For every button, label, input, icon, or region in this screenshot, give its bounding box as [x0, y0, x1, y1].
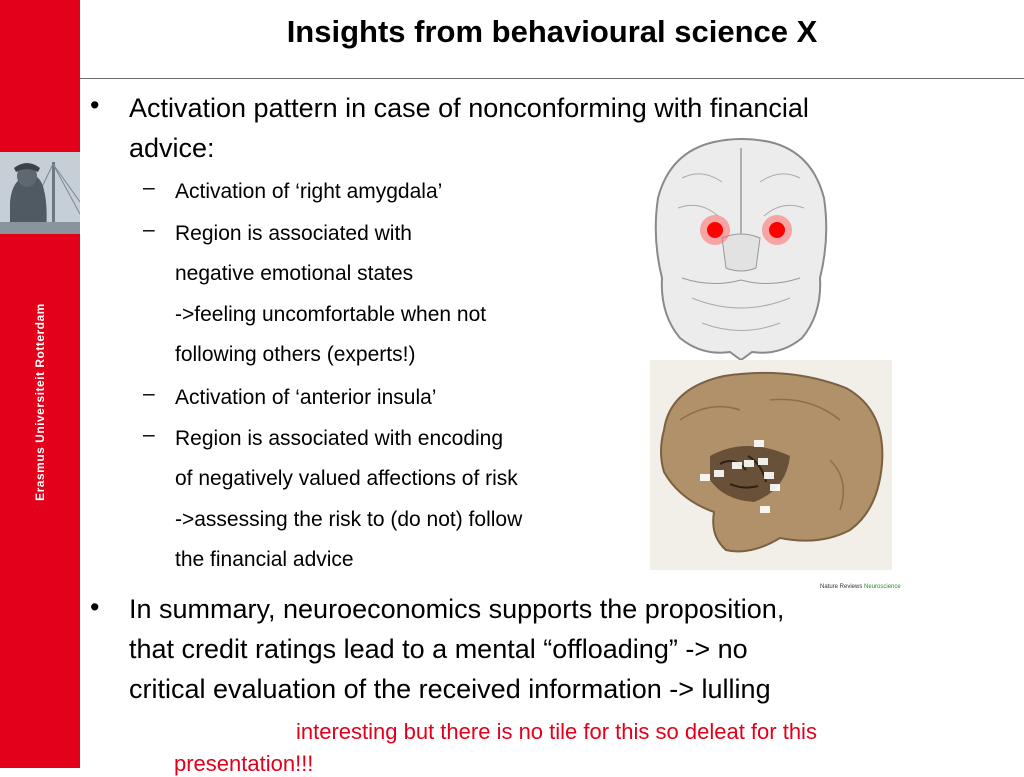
insula-dissection-image	[650, 360, 892, 570]
credit-section: Neuroscience	[864, 584, 901, 590]
bullet-dot: •	[90, 90, 100, 120]
title-bar: Insights from behavioural science X	[80, 0, 1024, 79]
sub-item: Region is associated with encoding	[175, 427, 504, 450]
sub-item: of negatively valued affections of risk	[175, 467, 518, 490]
dash: –	[143, 218, 155, 241]
bullet1-line1: Activation pattern in case of nonconform…	[129, 93, 809, 123]
bullet-dot: •	[90, 592, 100, 622]
credit-journal: Nature Reviews	[820, 584, 863, 590]
dash: –	[143, 382, 155, 405]
sub-item: Activation of ‘right amygdala’	[175, 180, 443, 203]
bullet2-line: In summary, neuroeconomics supports the …	[129, 594, 785, 624]
bullet2-line: critical evaluation of the received info…	[129, 674, 771, 704]
slide-title: Insights from behavioural science X	[286, 14, 818, 49]
sub-item: negative emotional states	[175, 262, 414, 285]
note-line2: presentation!!!	[174, 751, 314, 776]
sub-item: Region is associated with	[175, 222, 412, 245]
bullet2-line: that credit ratings lead to a mental “of…	[129, 634, 748, 664]
dash: –	[143, 176, 155, 199]
dash: –	[143, 423, 155, 446]
sub-item: ->assessing the risk to (do not) follow	[175, 508, 523, 531]
sub-item: Activation of ‘anterior insula’	[175, 386, 437, 409]
bullet1-line2: advice:	[129, 133, 215, 163]
statue-photo	[0, 152, 80, 234]
university-name: Erasmus Universiteit Rotterdam	[33, 303, 47, 501]
image-credit: Nature Reviews Neuroscience	[820, 584, 901, 590]
brain-ventral-image	[652, 138, 830, 362]
note-line1: interesting but there is no tile for thi…	[296, 719, 817, 744]
sidebar: Erasmus Universiteit Rotterdam	[0, 0, 80, 768]
sub-item: ->feeling uncomfortable when not	[175, 303, 487, 326]
sub-item: following others (experts!)	[175, 343, 416, 366]
sub-item: the financial advice	[175, 548, 354, 571]
